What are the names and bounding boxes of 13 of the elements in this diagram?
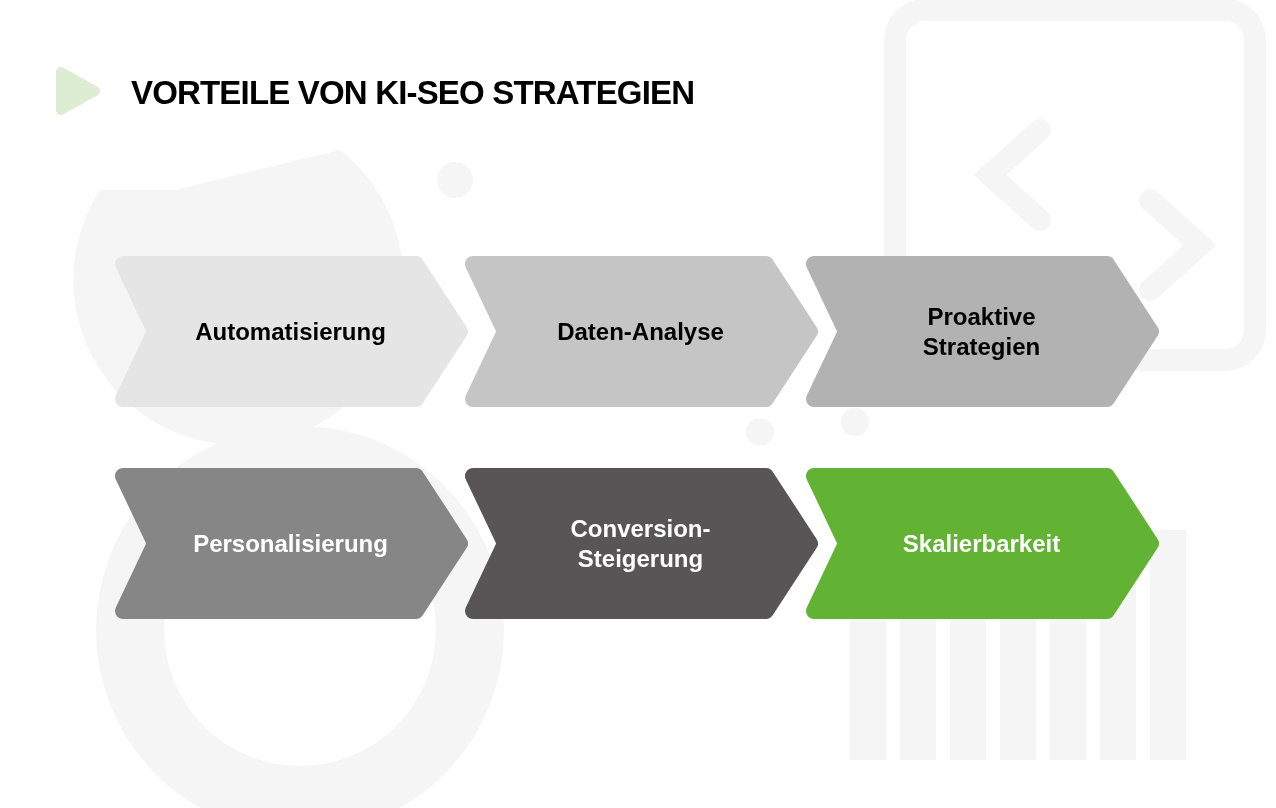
chevron-shape bbox=[463, 468, 818, 619]
chevron-label: Skalierbarkeit bbox=[902, 528, 1061, 559]
title: VORTEILE VON KI-SEO STRATEGIEN bbox=[131, 73, 695, 113]
chevron-shape bbox=[804, 468, 1159, 619]
chevron-shape bbox=[113, 468, 468, 619]
chevron-label: Personalisierung bbox=[193, 528, 388, 559]
chevron-label: Daten-Analyse bbox=[557, 316, 724, 347]
chevron-shape bbox=[463, 256, 818, 407]
chevron-shape bbox=[113, 256, 468, 407]
chevron-label: Conversion-Steigerung bbox=[569, 513, 712, 574]
chevron-label: Proaktive Strategien bbox=[921, 301, 1042, 362]
chevron-shape bbox=[804, 256, 1159, 407]
chevron-label: Automatisierung bbox=[195, 316, 386, 347]
